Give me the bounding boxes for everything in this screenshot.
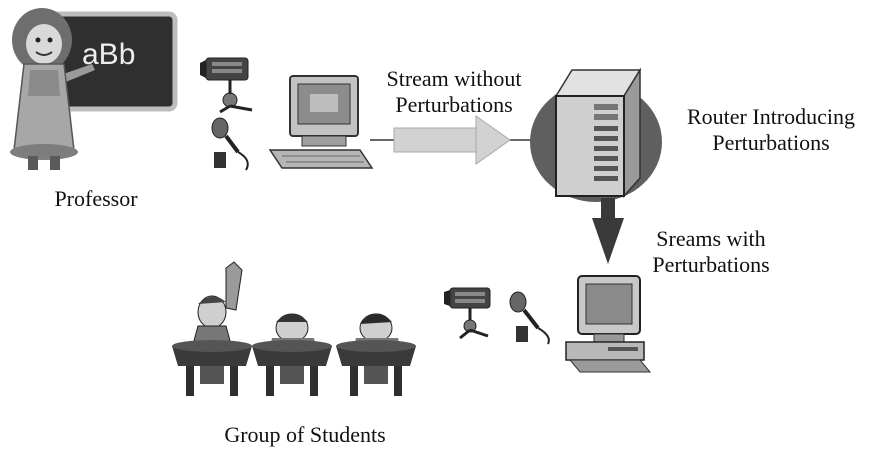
desktop-computer-icon: [565, 275, 652, 373]
stream-without-label-line1: Stream without: [386, 66, 522, 91]
student-icon: [336, 313, 416, 396]
professor-label: Professor: [26, 186, 166, 212]
students-label: Group of Students: [200, 422, 410, 448]
streams-with-arrow: [592, 198, 624, 264]
student-icon: [252, 313, 332, 396]
stream-without-arrow: [370, 115, 560, 165]
stream-without-perturbations-label: Stream without Perturbations: [374, 66, 534, 118]
students-label-text: Group of Students: [224, 422, 386, 447]
streams-with-label-line1: Sreams with: [656, 226, 766, 251]
professor-label-text: Professor: [54, 186, 138, 211]
desktop-computer-icon: [268, 75, 374, 169]
streams-with-label-line2: Perturbations: [652, 252, 770, 277]
router-label-line1: Router Introducing: [686, 104, 856, 129]
professor-at-blackboard-icon: aBb: [10, 8, 178, 170]
router-label-line2: Perturbations: [712, 130, 830, 155]
student-icon: [172, 261, 252, 396]
microphone-icon: [211, 117, 249, 171]
video-camera-icon: [444, 287, 491, 340]
streams-with-perturbations-label: Sreams with Perturbations: [636, 226, 786, 278]
video-camera-icon: [200, 57, 253, 114]
router-label: Router Introducing Perturbations: [668, 104, 874, 156]
server-router-icon: [530, 67, 662, 202]
stream-without-label-line2: Perturbations: [395, 92, 513, 117]
microphone-icon: [509, 291, 550, 345]
